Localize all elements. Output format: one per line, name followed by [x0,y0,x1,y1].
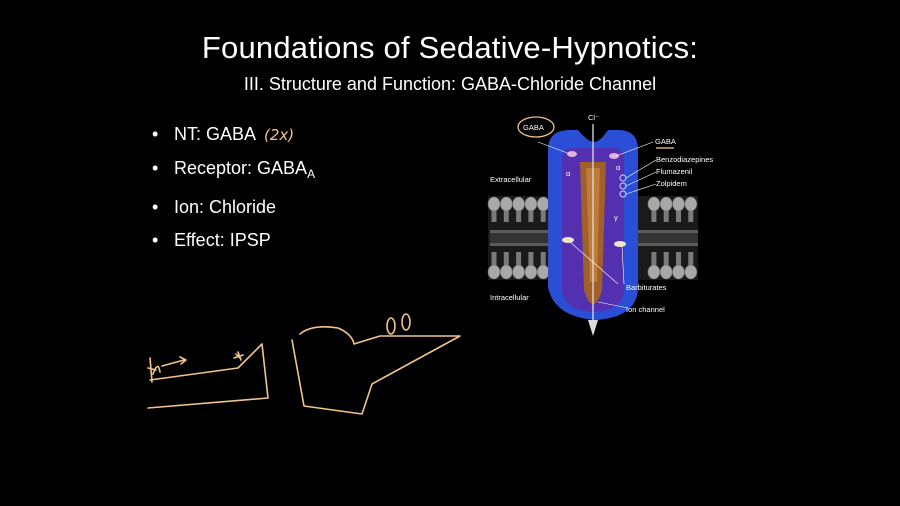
svg-text:α: α [566,169,571,178]
barbiturates-label: Barbiturates [626,283,667,292]
handwritten-circle [517,116,555,138]
ion-channel-label: Ion channel [626,305,665,314]
bullet-nt: NT: GABA (2x) [152,124,315,145]
bullet-effect: Effect: IPSP [152,230,315,250]
bullet-receptor: Receptor: GABAA [152,158,315,184]
postsynaptic-neuron [291,326,461,415]
chloride-label: Cl⁻ [588,113,599,122]
bullet-ion-text: Ion: Chloride [174,197,277,217]
svg-text:γ: γ [614,213,618,222]
receptor-sketch-1 [386,317,396,335]
presynaptic-terminal [147,343,269,409]
action-potential-squiggle [147,357,161,383]
bullet-nt-text: NT: GABA [174,124,257,144]
slide-subtitle: III. Structure and Function: GABA-Chlori… [243,74,657,94]
zolpidem-label: Zolpidem [656,179,687,188]
flumazenil-label: Flumazenil [656,167,693,176]
svg-text:α: α [616,163,621,172]
bullet-list: NT: GABA (2x) Receptor: GABAA Ion: Chlori… [152,124,315,263]
bullet-receptor-subscript: A [307,167,316,181]
gaba-right-label: GABA [655,137,676,146]
intracellular-label: Intracellular [490,293,529,302]
extracellular-label: Extracellular [490,175,532,184]
benzodiazepines-label: Benzodiazepines [656,155,713,164]
slide-title: Foundations of Sedative-Hypnotics: [201,30,699,65]
bullet-effect-text: Effect: IPSP [174,230,271,250]
chloride-flow-arrow [588,124,598,336]
gaba-left-label: GABA [523,123,544,132]
handwritten-2x-annotation: (2x) [264,126,295,144]
propagation-arrow [161,356,187,367]
release-star [233,351,244,361]
bullet-receptor-text: Receptor: GABA [174,158,308,178]
gaba-receptor-diagram: α α γ GABA GABA Cl⁻ Extracellular Intrac… [487,113,713,336]
bullet-ion: Ion: Chloride [152,197,315,217]
receptor-sketch-2 [401,313,411,331]
